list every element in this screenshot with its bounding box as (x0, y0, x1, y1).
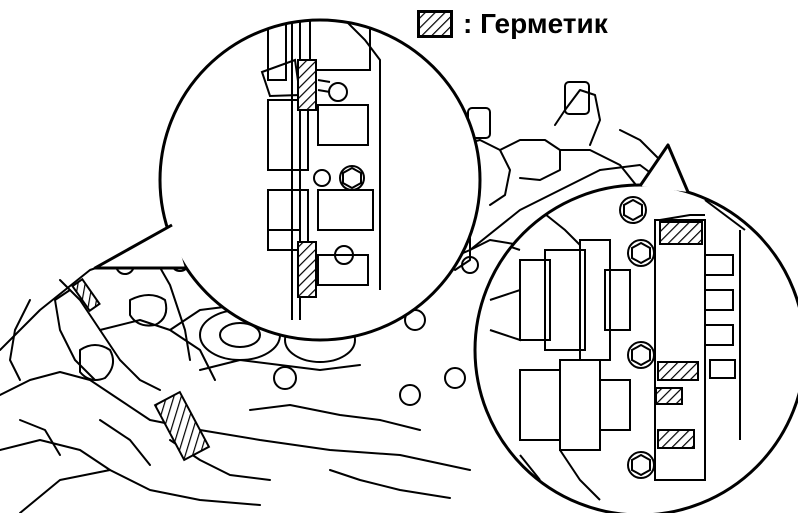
legend-label: : Герметик (463, 8, 608, 39)
hatched-sealant-swatch-icon (417, 10, 453, 38)
sealant-legend: : Герметик (417, 6, 608, 42)
sealant-spot-left-edge (71, 277, 101, 313)
sealant-bead-front (153, 390, 211, 462)
callout-right (473, 143, 798, 513)
callout-left (93, 18, 482, 342)
